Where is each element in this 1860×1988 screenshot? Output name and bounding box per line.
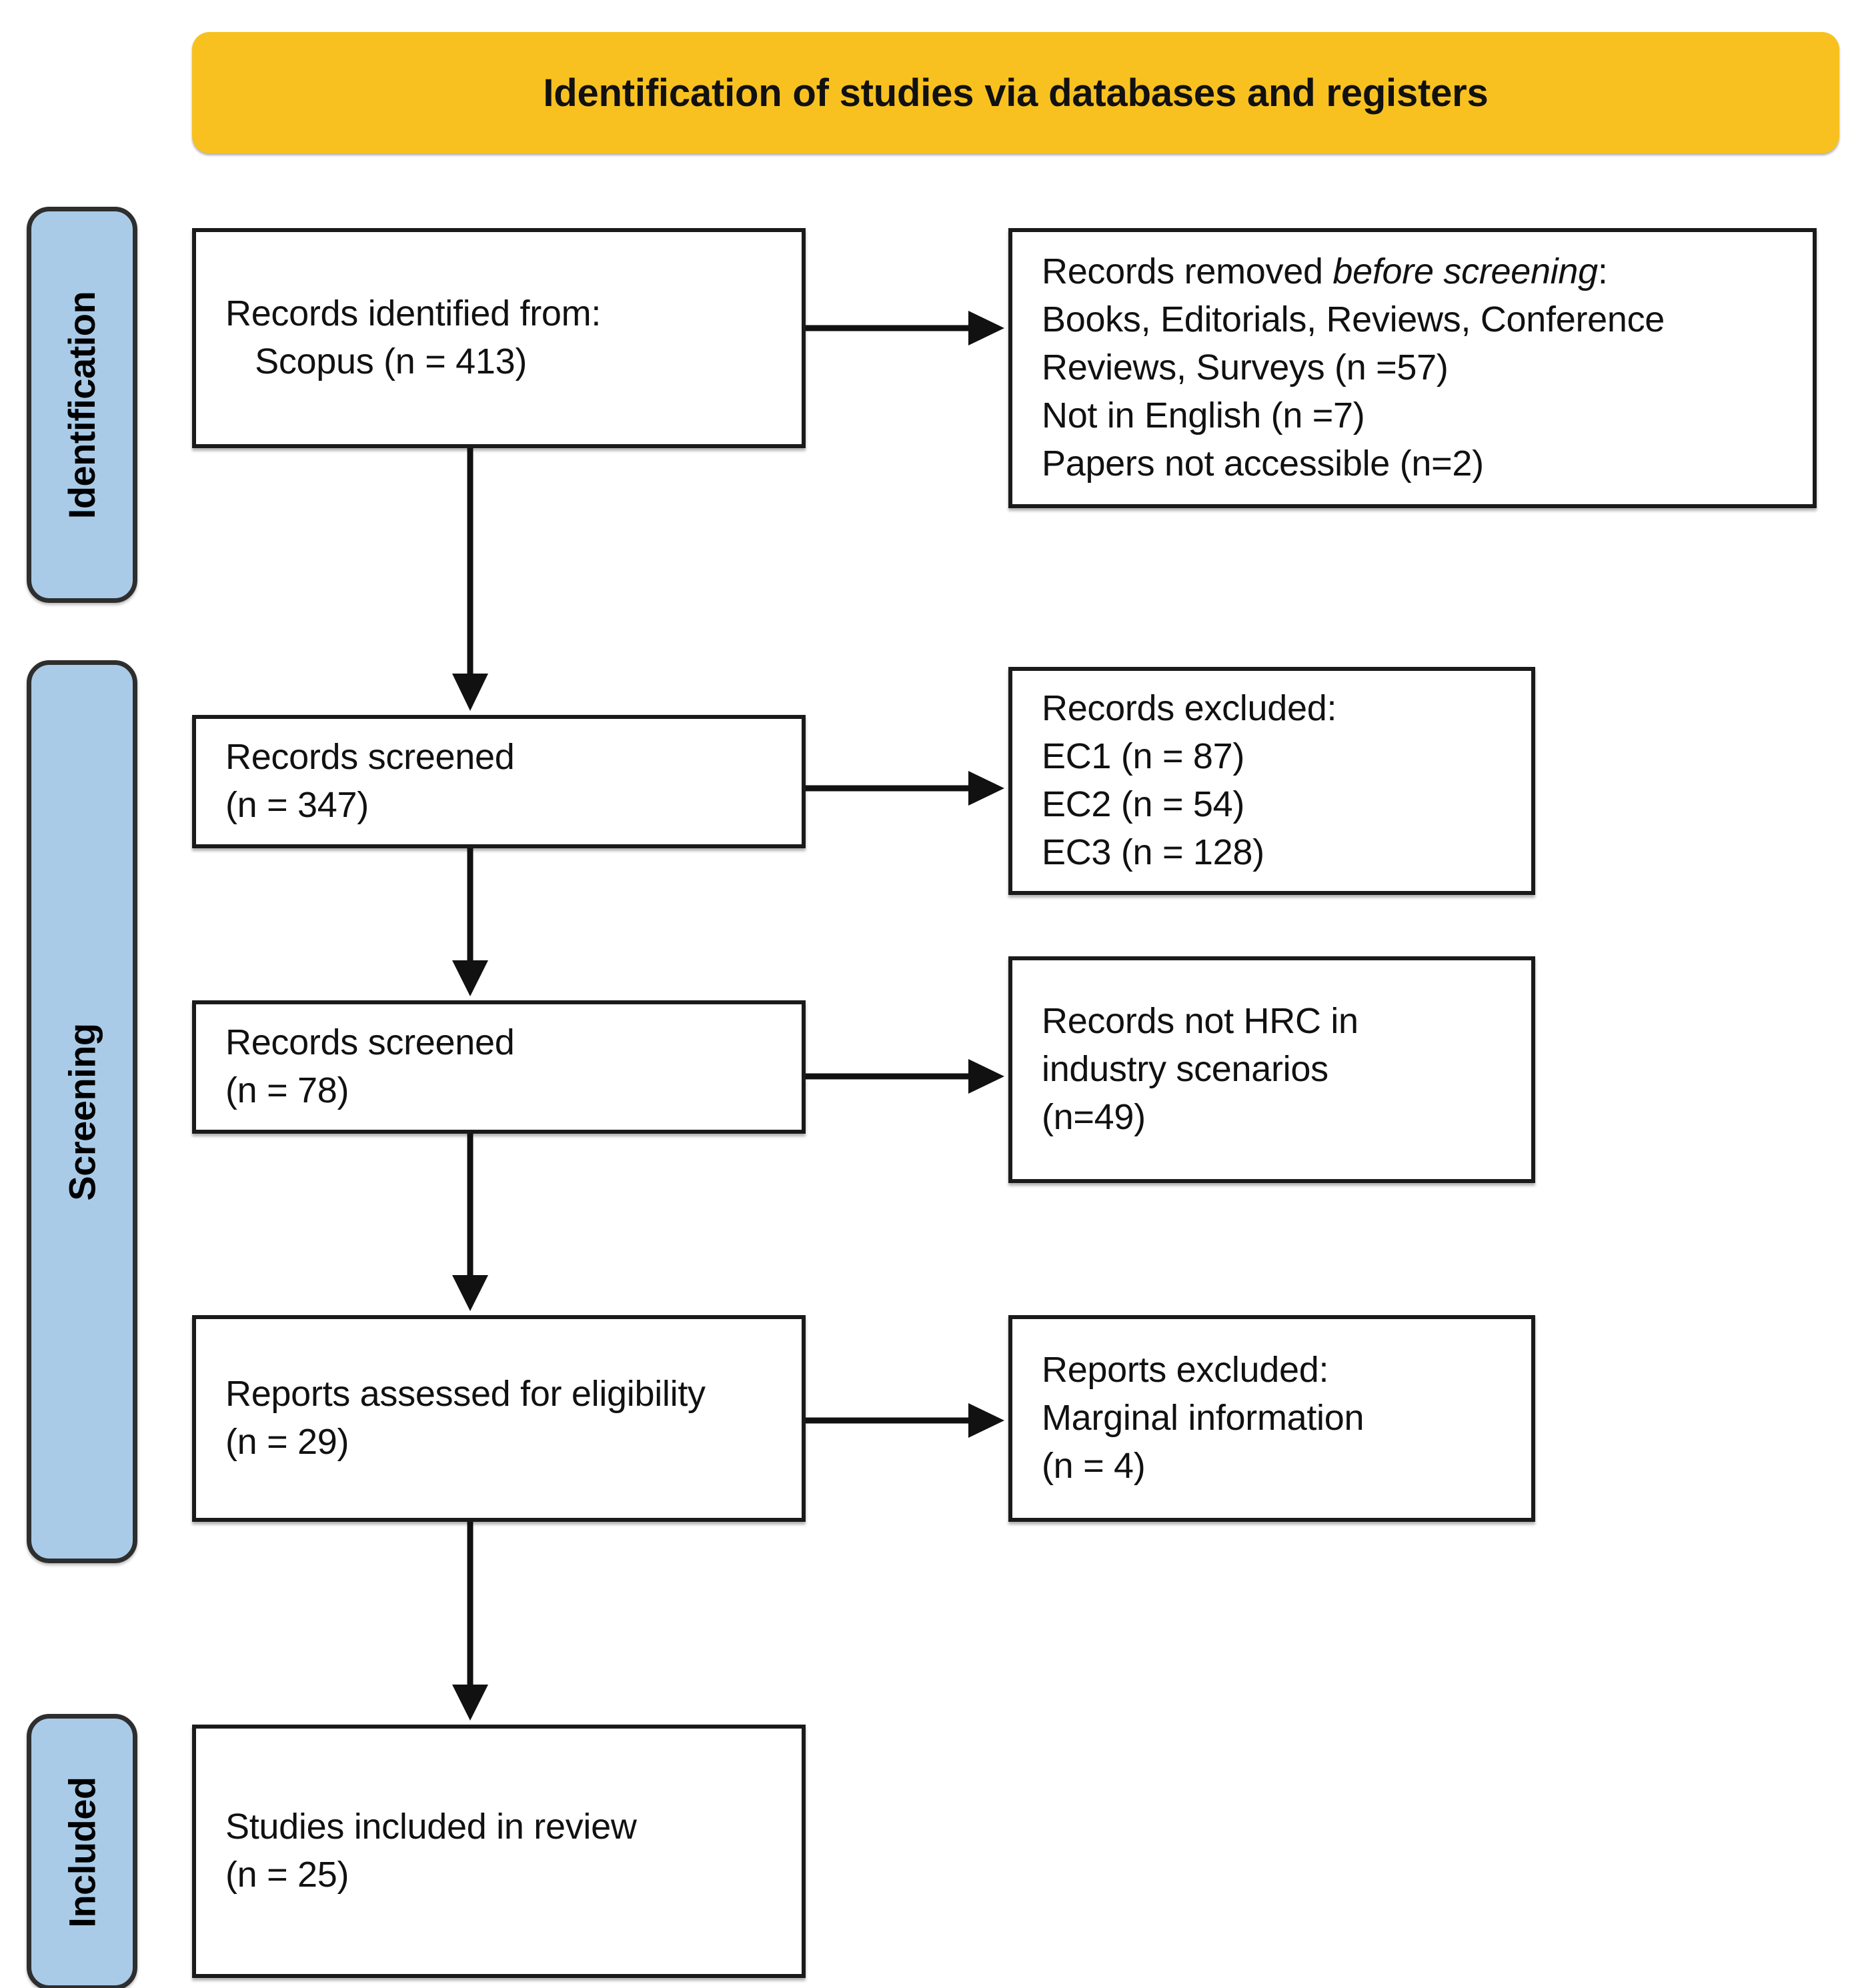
box-records-removed: Records removed before screening: Books,… — [1008, 228, 1817, 508]
arrow-down-eligibility-to-included — [440, 1522, 500, 1725]
studies-included-line-2: (n = 25) — [225, 1855, 349, 1895]
records-screened-78-line-2: (n = 78) — [225, 1070, 349, 1110]
reports-excluded-line-2: Marginal information — [1042, 1398, 1364, 1438]
stage-label-identification: Identification — [61, 291, 103, 519]
records-screened-78-line-1: Records screened — [225, 1022, 515, 1063]
reports-eligibility-line-2: (n = 29) — [225, 1422, 349, 1462]
box-reports-assessed-eligibility: Reports assessed for eligibility (n = 29… — [192, 1315, 806, 1522]
box-reports-excluded: Reports excluded: Marginal information (… — [1008, 1315, 1535, 1522]
records-removed-line-2: Books, Editorials, Reviews, Conference — [1042, 299, 1665, 340]
arrow-right-screened347-to-excluded — [806, 762, 1008, 815]
box-records-screened-347: Records screened (n = 347) — [192, 715, 806, 848]
records-identified-line-1: Records identified from: — [225, 293, 602, 334]
arrow-down-screened78-to-eligibility — [440, 1134, 500, 1315]
records-identified-line-2: Scopus (n = 413) — [225, 341, 528, 381]
records-not-hrc-line-3: (n=49) — [1042, 1096, 1146, 1137]
reports-excluded-line-3: (n = 4) — [1042, 1445, 1146, 1486]
header-banner: Identification of studies via databases … — [192, 32, 1839, 153]
records-screened-347-line-1: Records screened — [225, 737, 515, 778]
records-removed-italic: before screening — [1332, 251, 1598, 292]
box-records-identified: Records identified from: Scopus (n = 413… — [192, 228, 806, 448]
stage-label-included: Included — [61, 1776, 103, 1928]
records-excluded-line-1: Records excluded: — [1042, 688, 1337, 729]
records-removed-line-5: Papers not accessible (n=2) — [1042, 443, 1484, 483]
stage-identification: Identification — [27, 207, 137, 603]
records-removed-line-3: Reviews, Surveys (n =57) — [1042, 347, 1449, 388]
box-records-screened-78: Records screened (n = 78) — [192, 1000, 806, 1134]
records-removed-suffix: : — [1597, 251, 1608, 292]
records-not-hrc-line-2: industry scenarios — [1042, 1049, 1328, 1090]
records-removed-line-4: Not in English (n =7) — [1042, 395, 1365, 435]
records-excluded-line-3: EC2 (n = 54) — [1042, 784, 1245, 824]
records-removed-line-1: Records removed before screening: — [1042, 248, 1783, 296]
records-excluded-line-4: EC3 (n = 128) — [1042, 832, 1264, 872]
stage-screening: Screening — [27, 660, 137, 1563]
records-excluded-line-2: EC1 (n = 87) — [1042, 736, 1245, 777]
records-not-hrc-line-1: Records not HRC in — [1042, 1001, 1358, 1042]
stage-label-screening: Screening — [61, 1022, 103, 1201]
arrow-right-eligibility-to-reportsexcluded — [806, 1394, 1008, 1447]
arrow-right-identified-to-removed — [806, 301, 1008, 355]
arrow-down-screened347-to-screened78 — [440, 848, 500, 1000]
stage-included: Included — [27, 1714, 137, 1988]
arrow-down-identified-to-screened — [440, 448, 500, 715]
studies-included-line-1: Studies included in review — [225, 1807, 637, 1847]
box-records-not-hrc: Records not HRC in industry scenarios (n… — [1008, 956, 1535, 1183]
box-studies-included: Studies included in review (n = 25) — [192, 1725, 806, 1978]
records-removed-prefix: Records removed — [1042, 251, 1333, 292]
reports-excluded-line-1: Reports excluded: — [1042, 1350, 1329, 1390]
box-records-excluded: Records excluded: EC1 (n = 87) EC2 (n = … — [1008, 667, 1535, 895]
records-screened-347-line-2: (n = 347) — [225, 785, 369, 825]
arrow-right-screened78-to-nothrc — [806, 1050, 1008, 1103]
reports-eligibility-line-1: Reports assessed for eligibility — [225, 1374, 706, 1414]
banner-title: Identification of studies via databases … — [543, 71, 1489, 115]
